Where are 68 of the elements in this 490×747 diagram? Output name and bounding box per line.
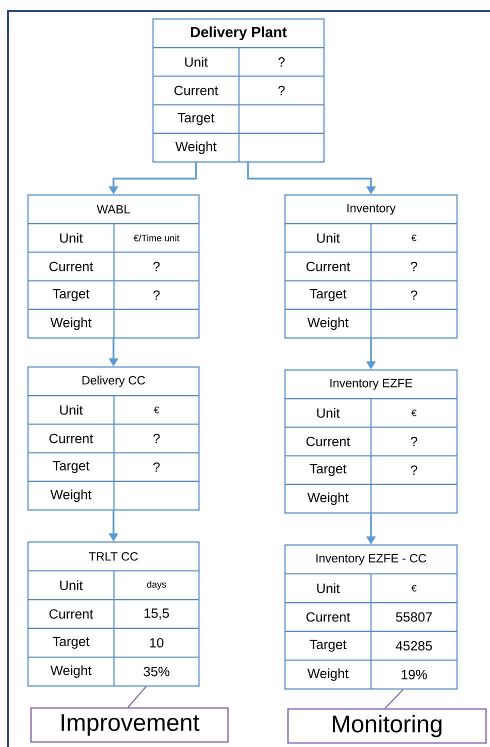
cell-value: ?: [410, 290, 418, 300]
cell-value: ?: [410, 262, 418, 272]
row-label: Target: [52, 461, 90, 474]
row-label: Weight: [50, 665, 92, 678]
table-title: Inventory: [347, 204, 396, 215]
table: [152, 18, 325, 163]
cell-value: 10: [150, 638, 164, 648]
cell-value: €: [411, 584, 416, 592]
row-label: Unit: [317, 583, 340, 594]
row-label: Unit: [317, 408, 340, 418]
table-title: Inventory EZFE - CC: [316, 554, 426, 565]
cell-value: 15,5: [144, 608, 169, 620]
row-label: Unit: [317, 233, 340, 243]
cell-value: €: [411, 234, 416, 242]
cell-value: ?: [278, 86, 285, 96]
cell-value: 19%: [402, 670, 427, 680]
cell-value: ?: [153, 434, 160, 444]
row-label: Unit: [185, 57, 208, 67]
row-label: Weight: [307, 318, 349, 330]
row-label: Current: [49, 262, 94, 272]
row-label: Current: [174, 86, 218, 96]
cell-value: €: [411, 410, 416, 416]
row-label: Current: [306, 612, 350, 622]
row-label: Target: [52, 289, 90, 302]
leader-line: [384, 689, 404, 709]
cell-value: ?: [153, 462, 160, 472]
row-label: Unit: [60, 405, 83, 415]
cell-value: ?: [278, 57, 285, 67]
table-title: Delivery Plant: [190, 26, 287, 40]
row-label: Target: [310, 640, 346, 652]
cell-value: 45285: [396, 641, 432, 651]
table-title: TRLT CC: [88, 552, 138, 561]
table: [27, 541, 200, 687]
row-label: Weight: [50, 490, 92, 502]
row-label: Target: [178, 113, 214, 126]
cell-value: days: [147, 580, 166, 590]
label-box: Monitoring: [287, 708, 487, 744]
row-label: Target: [310, 289, 346, 302]
row-label: Current: [306, 262, 350, 272]
row-label: Target: [310, 464, 346, 476]
leader-line: [128, 686, 146, 708]
table-title: Delivery CC: [82, 376, 146, 387]
row-label: Target: [52, 636, 90, 649]
label-box: Improvement: [30, 707, 229, 743]
row-label: Unit: [60, 580, 83, 590]
cell-value: 35%: [144, 666, 170, 676]
row-label: Weight: [307, 668, 349, 681]
table: [284, 194, 458, 339]
cell-value: ?: [410, 465, 418, 475]
cell-value: ?: [153, 290, 160, 300]
cell-value: ?: [410, 436, 418, 446]
table: [27, 194, 200, 339]
row-label: Weight: [50, 318, 92, 330]
row-label: Current: [306, 436, 350, 446]
table: [284, 544, 458, 690]
cell-value: €: [154, 406, 159, 414]
cell-value: ?: [153, 262, 160, 272]
row-label: Unit: [60, 233, 83, 243]
table: [284, 369, 458, 514]
table-title: WABL: [96, 205, 130, 214]
row-label: Weight: [175, 142, 217, 154]
row-label: Current: [49, 609, 94, 619]
row-label: Current: [49, 434, 94, 444]
cell-value: 55807: [396, 612, 432, 622]
table: [27, 366, 200, 511]
table-title: Inventory EZFE: [330, 378, 412, 390]
cell-value: €/Time unit: [134, 234, 180, 242]
row-label: Weight: [307, 492, 349, 505]
